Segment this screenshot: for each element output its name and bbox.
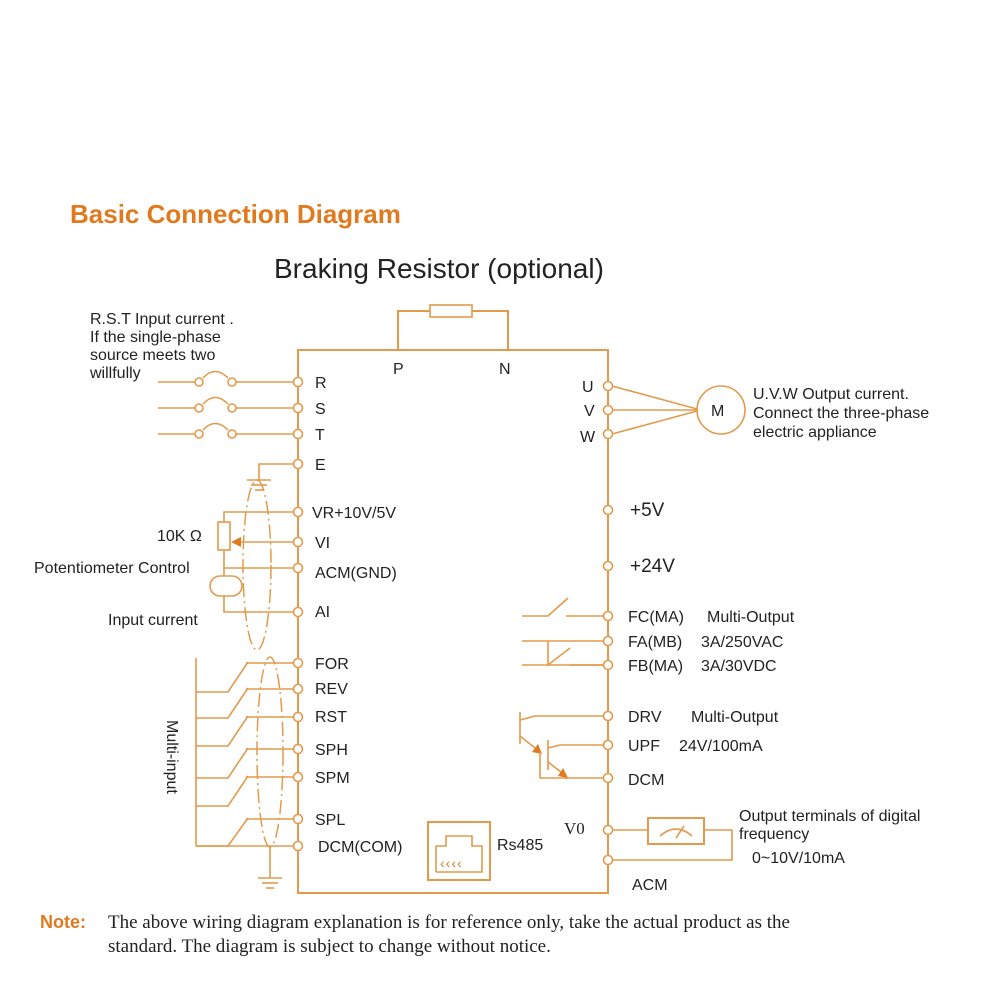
terminal-ai: AI <box>315 604 330 621</box>
terminal-5v: +5V <box>630 500 665 521</box>
input-note-line: R.S.T Input current . <box>90 311 234 328</box>
diagram-subtitle: Braking Resistor (optional) <box>274 253 604 284</box>
note-line: standard. The diagram is subject to chan… <box>108 936 551 957</box>
input-note-line: source meets two <box>90 347 215 364</box>
shield-cable <box>242 479 272 651</box>
terminal-upf: UPF <box>628 738 660 755</box>
terminal-t: T <box>315 427 325 444</box>
ground-symbol <box>247 463 293 491</box>
right-terminals <box>602 380 614 866</box>
terminal-24v: +24V <box>630 556 675 577</box>
terminal-spl: SPL <box>315 812 345 829</box>
rs485-pins: ‹‹‹‹ <box>440 855 463 871</box>
terminal-fb-ma: FB(MA) <box>628 658 683 675</box>
freq-note: Output terminals of digital <box>739 808 920 825</box>
output-note-line: electric appliance <box>753 424 877 441</box>
input-note-line: If the single-phase <box>90 329 221 346</box>
terminal-drv: DRV <box>628 709 662 726</box>
transistor-note: 24V/100mA <box>679 738 763 755</box>
freq-note: frequency <box>739 826 809 843</box>
frequency-meter <box>612 817 733 861</box>
diagram-title: Basic Connection Diagram <box>70 199 401 229</box>
motor-wiring <box>611 385 746 435</box>
terminal-w: W <box>580 429 596 446</box>
transistor-note: Multi-Output <box>691 709 779 726</box>
potentiometer-circuit <box>209 511 293 613</box>
terminal-fa-mb: FA(MB) <box>628 634 682 651</box>
terminal-spm: SPM <box>315 770 350 787</box>
rst-input-switches <box>158 370 293 439</box>
terminal-v0: V0 <box>564 819 585 838</box>
output-note-line: Connect the three-phase <box>753 405 929 422</box>
motor-symbol: M <box>711 403 724 420</box>
terminal-for: FOR <box>315 656 349 673</box>
input-note: R.S.T Input current . If the single-phas… <box>89 311 234 382</box>
terminal-u: U <box>582 379 594 396</box>
terminal-vr: VR+10V/5V <box>312 505 396 522</box>
multi-input-label: Multi-input <box>163 720 180 794</box>
terminal-dcm-com: DCM(COM) <box>318 839 402 856</box>
terminal-rst: RST <box>315 709 347 726</box>
relay-note: 3A/30VDC <box>701 658 777 675</box>
terminal-e: E <box>315 457 326 474</box>
terminal-sph: SPH <box>315 742 348 759</box>
potentiometer-label: Potentiometer Control <box>34 560 190 577</box>
terminal-p: P <box>393 361 404 378</box>
input-current-label: Input current <box>108 612 198 629</box>
input-note-line: willfully <box>89 365 141 382</box>
relay-note: 3A/250VAC <box>701 634 783 651</box>
terminal-vi: VI <box>315 535 330 552</box>
terminal-s: S <box>315 401 326 418</box>
multi-input-switches <box>195 658 293 889</box>
relay-contacts <box>522 597 603 667</box>
braking-resistor <box>397 304 509 350</box>
inverter-box <box>297 349 609 894</box>
terminal-acm-gnd: ACM(GND) <box>315 565 397 582</box>
transistor-outputs <box>519 712 603 779</box>
rs485-label: Rs485 <box>497 837 543 854</box>
terminal-dcm: DCM <box>628 772 664 789</box>
terminal-n: N <box>499 361 511 378</box>
freq-note: 0~10V/10mA <box>752 850 845 867</box>
output-note-line: U.V.W Output current. <box>753 386 909 403</box>
terminal-rev: REV <box>315 681 348 698</box>
relay-note: Multi-Output <box>707 609 795 626</box>
resistor-value: 10K Ω <box>157 528 202 545</box>
rs485-port <box>427 821 491 881</box>
left-terminals <box>292 376 304 852</box>
terminal-fc-ma: FC(MA) <box>628 609 684 626</box>
note-label: Note: <box>40 912 86 932</box>
terminal-r: R <box>315 375 327 392</box>
terminal-acm: ACM <box>632 877 668 894</box>
terminal-v: V <box>584 403 595 420</box>
note-line: The above wiring diagram explanation is … <box>108 912 790 933</box>
output-note: U.V.W Output current. Connect the three-… <box>753 386 929 441</box>
